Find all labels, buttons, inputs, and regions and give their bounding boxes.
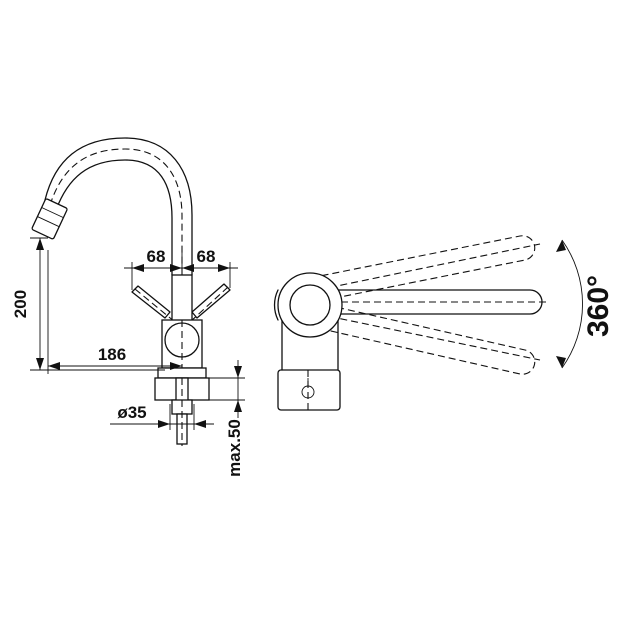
dimension-height: 200 xyxy=(11,237,165,371)
lever-left-centerline xyxy=(134,288,176,323)
spray-head xyxy=(31,198,68,240)
top-view: 360° xyxy=(273,235,615,411)
dimension-reach: 186 xyxy=(47,250,182,374)
dimension-counter-thickness-label: max.50 xyxy=(225,419,244,477)
spout-outline xyxy=(44,137,193,276)
valve-cap xyxy=(164,322,200,358)
spout-swing-lower xyxy=(299,299,541,375)
dimension-rotation: 360° xyxy=(556,239,615,369)
dimension-lever-left-label: 68 xyxy=(147,247,166,266)
spout-inner-outline xyxy=(55,159,173,276)
dimension-reach-label: 186 xyxy=(98,345,126,364)
dimension-hole-diameter-label: ø35 xyxy=(117,403,146,422)
top-view-lever-cap xyxy=(289,284,331,326)
dimension-counter-thickness: max.50 xyxy=(225,360,244,477)
base-flange xyxy=(157,367,207,379)
side-view: 200 186 68 68 xyxy=(11,137,245,477)
spout-center-position xyxy=(307,289,548,315)
lever-left xyxy=(131,285,171,319)
dimension-lever-right-label: 68 xyxy=(197,247,216,266)
dimension-hole-diameter: ø35 xyxy=(110,403,214,430)
faucet-body-upper xyxy=(171,274,193,324)
dimension-rotation-label: 360° xyxy=(582,275,615,337)
dimension-height-label: 200 xyxy=(11,290,30,318)
spout-centerline xyxy=(49,148,183,445)
lever-right xyxy=(191,283,231,319)
top-view-base xyxy=(277,369,341,411)
spout-swing-upper xyxy=(299,235,541,305)
lever-right-centerline xyxy=(189,286,229,323)
dimension-lever-swing: 68 68 xyxy=(124,247,238,290)
